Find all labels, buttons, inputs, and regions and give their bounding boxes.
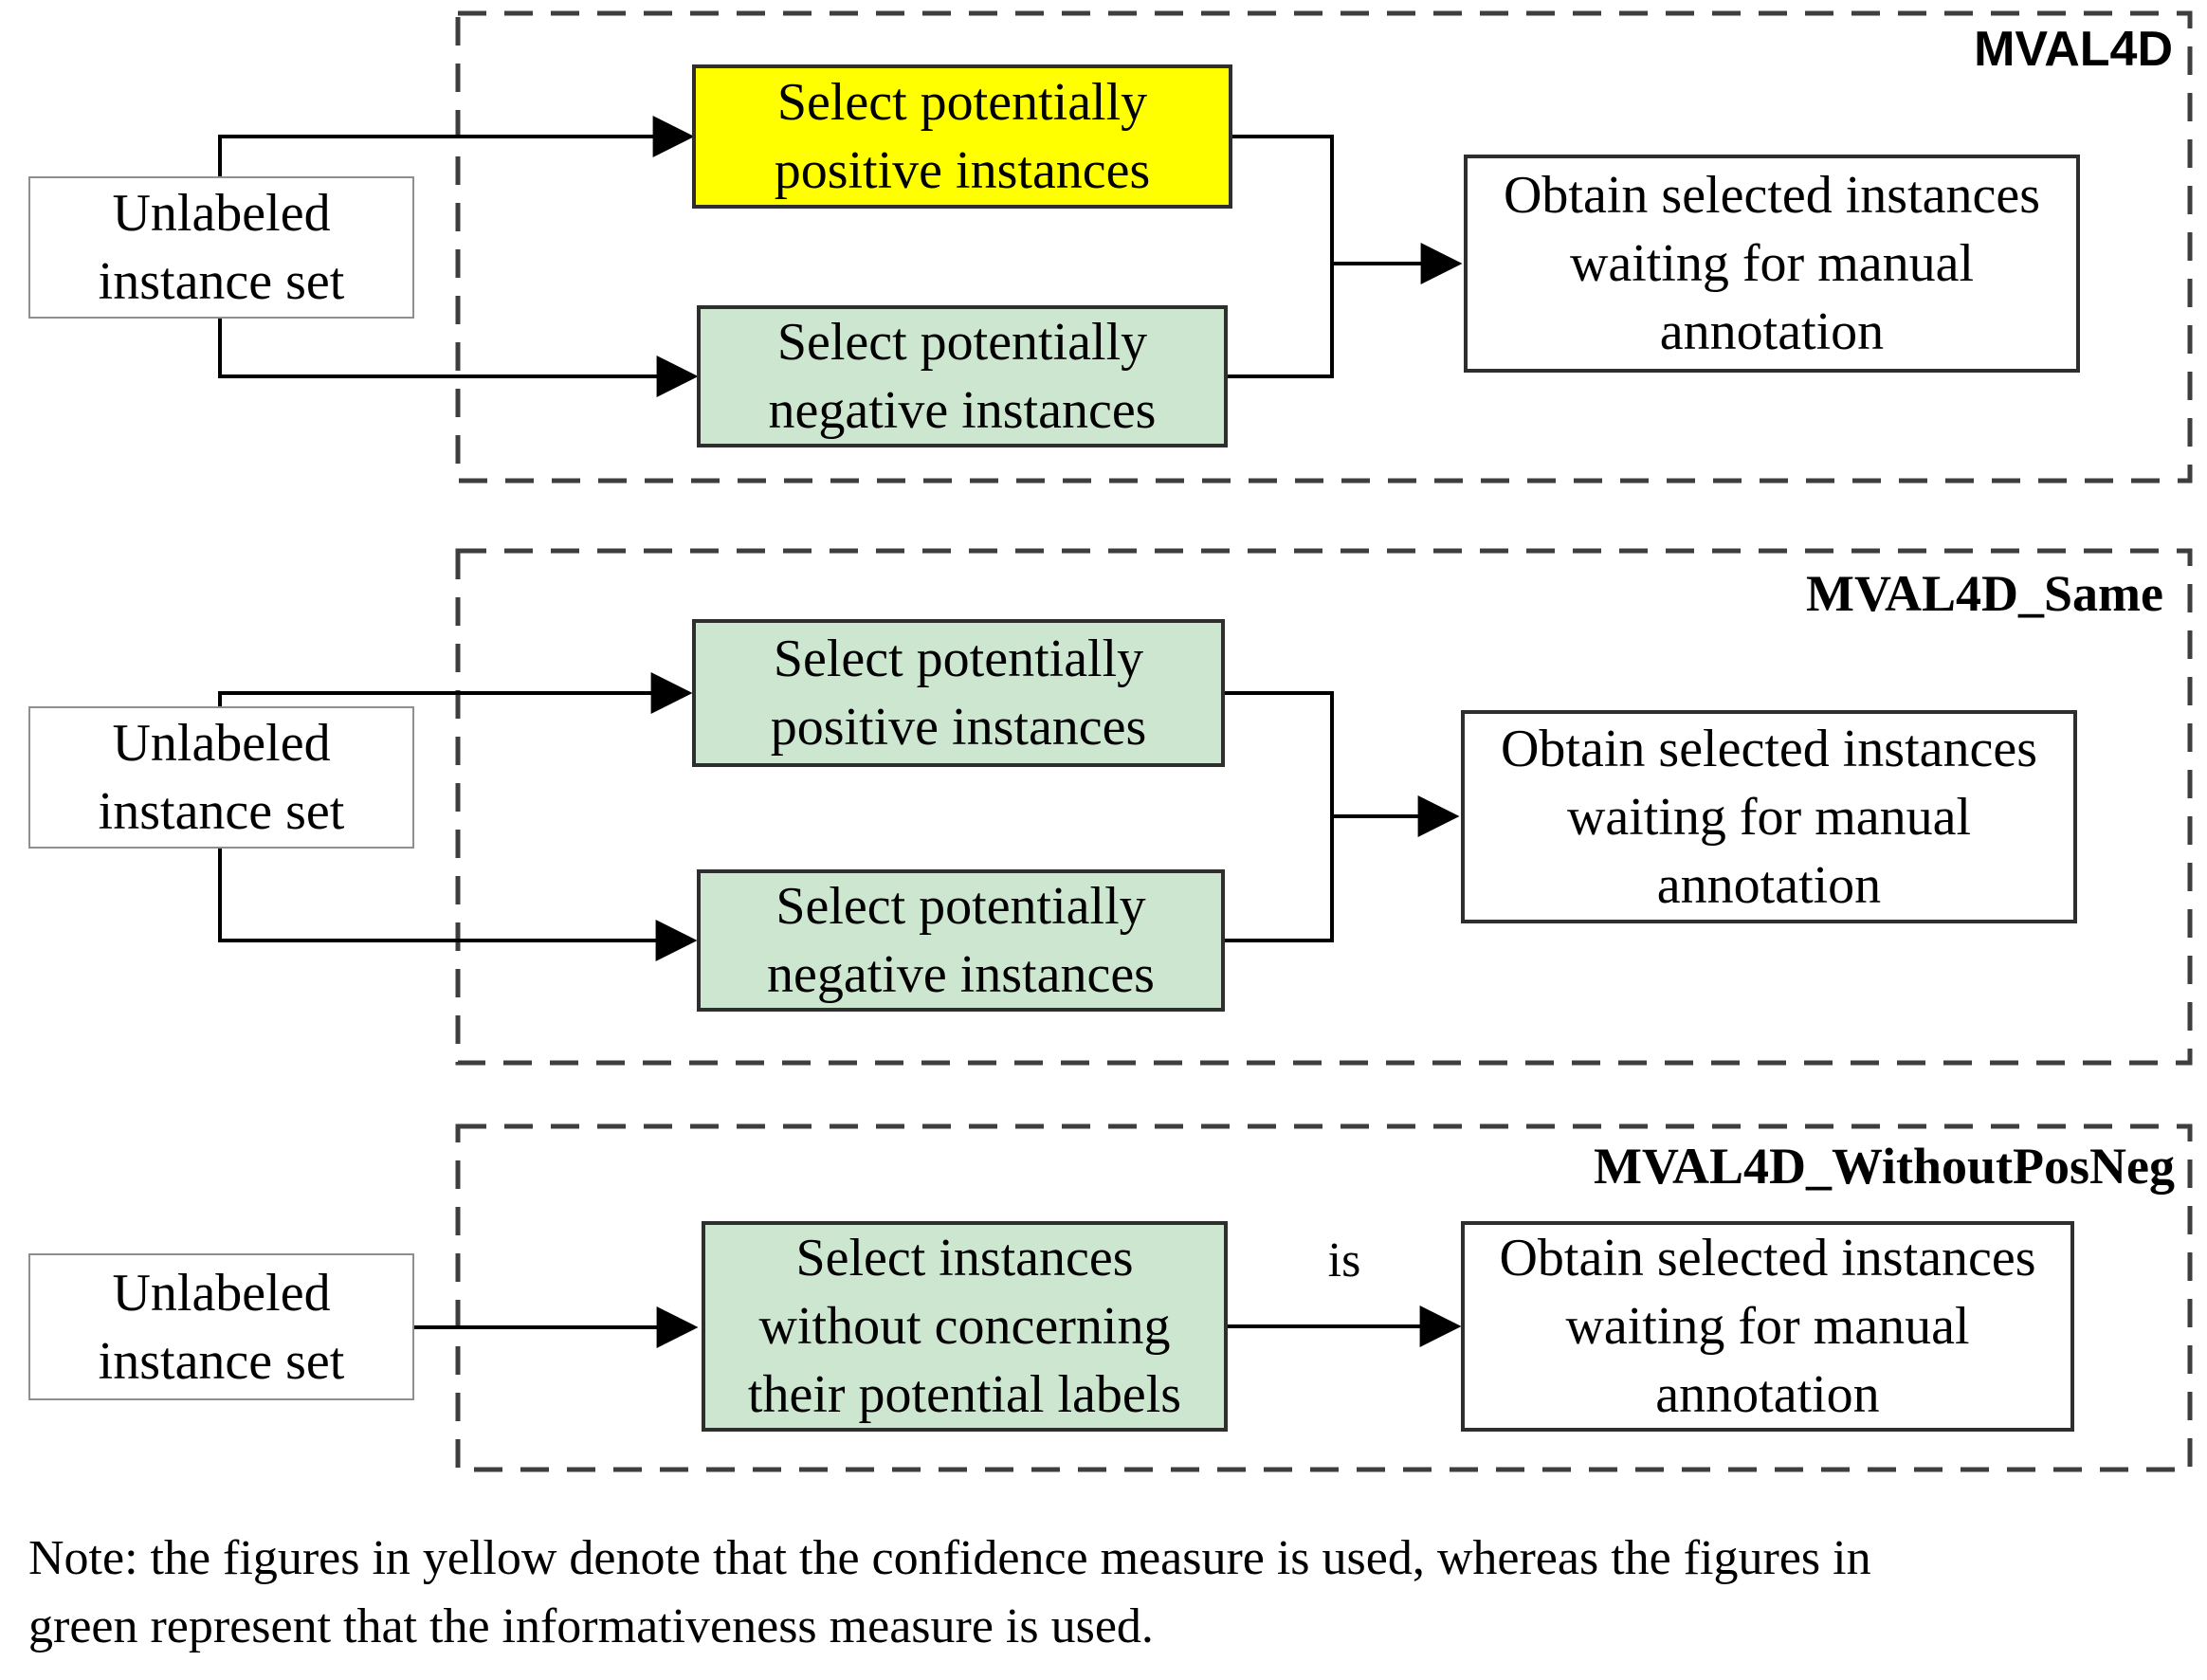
panel-1-negative-exit-wire: [1228, 264, 1334, 378]
panel-2-title: MVAL4D_Same: [1806, 565, 2163, 622]
panel-1-obtain-instances-box: Obtain selected instances waiting for ma…: [1464, 155, 2080, 373]
panel-1-select-negative-box: Select potentially negative instances: [697, 305, 1228, 447]
panel-2-arrow-to-positive: [218, 672, 693, 714]
panel-1-title: MVAL4D: [1974, 22, 2173, 77]
panel-2-negative-exit-wire: [1225, 816, 1334, 942]
panel-3-select-instances-box: Select instances without concerning thei…: [702, 1221, 1228, 1432]
panel-2-border: [455, 548, 2193, 1066]
panel-1-positive-exit-wire: [1232, 135, 1334, 264]
panel-3-border: [455, 1123, 2193, 1472]
panel-1-arrow-to-negative: [218, 319, 699, 397]
legend-note: Note: the figures in yellow denote that …: [28, 1531, 1871, 1653]
panel-1-border: [455, 10, 2193, 484]
panel-1-arrow-to-positive: [218, 116, 695, 176]
panel-2-arrow-to-negative: [218, 849, 698, 961]
panel-3-obtain-instances-box: Obtain selected instances waiting for ma…: [1461, 1221, 2074, 1432]
panel-2-select-positive-box: Select potentially positive instances: [692, 619, 1225, 767]
panel-2-unlabeled-instance-set-box: Unlabeled instance set: [28, 706, 414, 849]
panel-2-select-negative-box: Select potentially negative instances: [697, 869, 1225, 1012]
panel-3-unlabeled-instance-set-box: Unlabeled instance set: [28, 1253, 414, 1400]
panel-2-obtain-instances-box: Obtain selected instances waiting for ma…: [1461, 710, 2077, 923]
panel-3-title: MVAL4D_WithoutPosNeg: [1593, 1138, 2175, 1195]
panel-1-unlabeled-instance-set-box: Unlabeled instance set: [28, 176, 414, 319]
panel-3-arrow-label-is: is: [1327, 1233, 1361, 1287]
panel-1-select-positive-box: Select potentially positive instances: [692, 64, 1232, 209]
panel-2-positive-exit-wire: [1225, 691, 1334, 816]
